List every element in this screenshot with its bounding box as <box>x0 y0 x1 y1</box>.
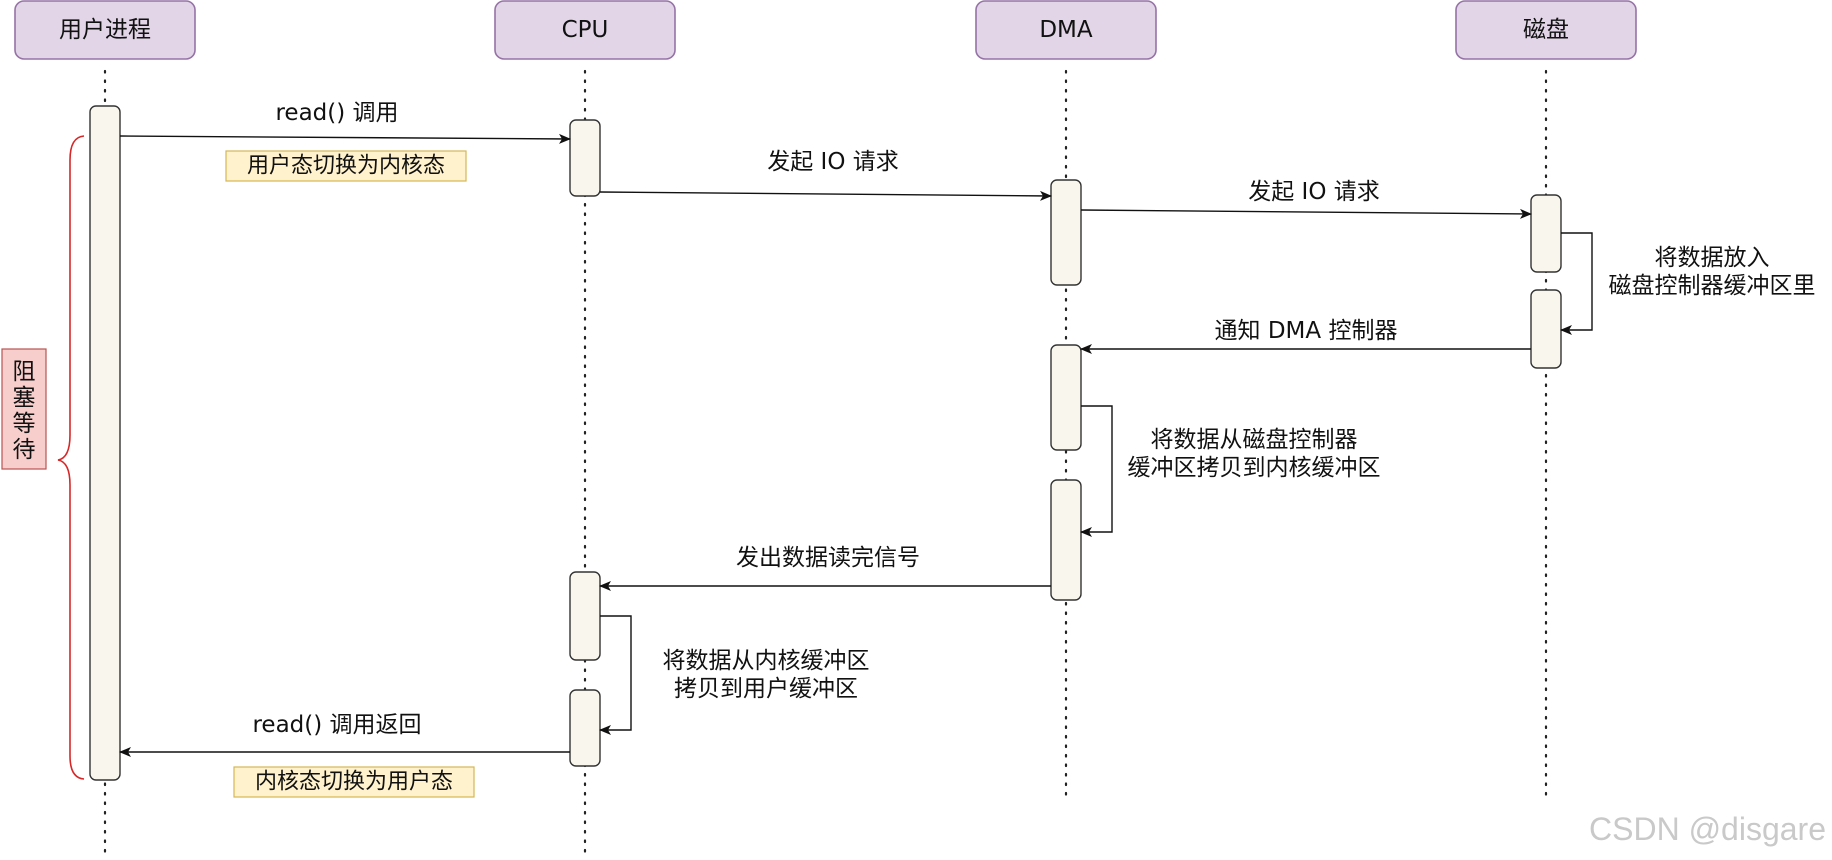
message-notify-dma: 通知 DMA 控制器 <box>1080 318 1531 354</box>
actor-label-disk: 磁盘 <box>1523 17 1569 43</box>
note-box-user-to-kernel <box>225 150 467 182</box>
blocking-wait-char: 塞 <box>13 385 36 411</box>
message-arrow-disk-buffer-self <box>1560 232 1593 335</box>
activation-dma-2 <box>1050 344 1082 451</box>
message-arrow-dma-disk-io-request <box>1080 208 1532 219</box>
blocking-wait-char: 阻 <box>13 359 36 385</box>
note-label-kernel-to-user: 内核态切换为用户态 <box>255 770 453 795</box>
message-label-dma-copy-self-line-1: 将数据从磁盘控制器 <box>1151 427 1358 453</box>
blocking-wait-char: 等 <box>13 411 36 437</box>
note-label-user-to-kernel: 用户态切换为内核态 <box>247 154 445 179</box>
actor-disk: 磁盘 <box>1455 0 1637 60</box>
note-box-kernel-to-user <box>233 766 475 798</box>
message-label-dma-copy-self-line-2: 缓冲区拷贝到内核缓冲区 <box>1128 455 1381 481</box>
actor-label-dma: DMA <box>1039 17 1093 43</box>
actor-dma: DMA <box>975 0 1157 60</box>
message-label-disk-buffer-self-line-1: 将数据放入 <box>1655 245 1770 271</box>
message-label-notify-dma: 通知 DMA 控制器 <box>1215 318 1398 344</box>
message-cpu-dma-io-request: 发起 IO 请求 <box>599 149 1052 201</box>
activation-cpu-3 <box>569 689 601 767</box>
message-label-read-call: read() 调用 <box>275 100 398 126</box>
message-read-done-signal: 发出数据读完信号 <box>599 545 1051 591</box>
blocking-brace <box>57 135 85 780</box>
message-arrow-read-call <box>119 133 571 144</box>
actor-box-user <box>14 0 196 60</box>
note-user-to-kernel: 用户态切换为内核态 <box>225 150 467 182</box>
actor-label-user: 用户进程 <box>59 17 151 43</box>
message-label-dma-disk-io-request: 发起 IO 请求 <box>1248 179 1380 205</box>
activation-cpu-1 <box>569 119 601 197</box>
actor-box-disk <box>1455 0 1637 60</box>
blocking-wait-box <box>1 348 47 470</box>
actor-box-cpu <box>494 0 676 60</box>
message-label-disk-buffer-self-line-2: 磁盘控制器缓冲区里 <box>1609 273 1816 299</box>
activation-disk-1 <box>1530 194 1562 273</box>
message-arrow-cpu-copy-self <box>599 615 632 735</box>
activation-cpu-2 <box>569 571 601 661</box>
blocking-wait-char: 待 <box>13 437 36 463</box>
note-kernel-to-user: 内核态切换为用户态 <box>233 766 475 798</box>
message-label-read-done-signal: 发出数据读完信号 <box>736 545 920 571</box>
actor-label-cpu: CPU <box>562 17 609 43</box>
actor-user: 用户进程 <box>14 0 196 60</box>
activation-dma-1 <box>1050 179 1082 286</box>
message-label-cpu-dma-io-request: 发起 IO 请求 <box>767 149 899 175</box>
message-label-cpu-copy-self-line-2: 拷贝到用户缓冲区 <box>674 676 858 702</box>
message-arrow-dma-copy-self <box>1080 405 1113 537</box>
message-label-cpu-copy-self-line-1: 将数据从内核缓冲区 <box>663 648 870 674</box>
actor-box-dma <box>975 0 1157 60</box>
activation-dma-3 <box>1050 479 1082 601</box>
message-read-call: read() 调用 <box>119 100 571 144</box>
activation-user-process <box>89 105 121 781</box>
message-dma-disk-io-request: 发起 IO 请求 <box>1080 179 1532 219</box>
message-read-return: read() 调用返回 <box>119 712 570 757</box>
message-arrow-cpu-dma-io-request <box>599 190 1052 201</box>
message-label-read-return: read() 调用返回 <box>252 712 421 738</box>
actor-cpu: CPU <box>494 0 676 60</box>
watermark: CSDN @disgare <box>1589 811 1826 847</box>
activation-disk-2 <box>1530 289 1562 369</box>
